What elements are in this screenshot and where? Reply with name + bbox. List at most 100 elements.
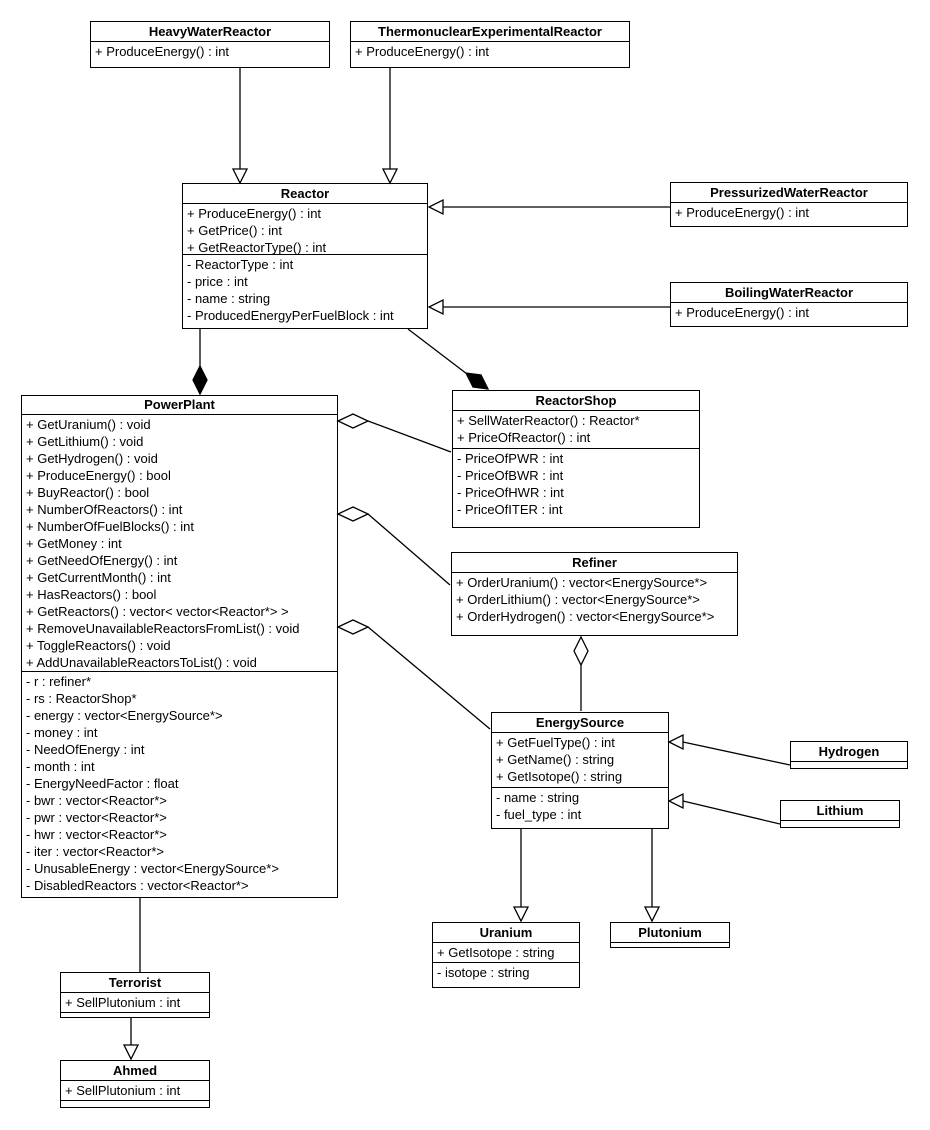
member-row: - UnusableEnergy : vector<EnergySource*> xyxy=(26,861,279,876)
class-box-uranium: Uranium + GetIsotope : string - isotope … xyxy=(432,922,580,988)
member-row: + ToggleReactors() : void xyxy=(26,638,171,653)
methods-compartment: + ProduceEnergy() : int xyxy=(671,302,907,326)
member-row: + OrderHydrogen() : vector<EnergySource*… xyxy=(456,609,715,624)
member-row: + ProduceEnergy() : int xyxy=(675,205,810,220)
generalization-energysource-uranium xyxy=(512,829,530,923)
class-title: Hydrogen xyxy=(818,744,880,759)
class-title: ReactorShop xyxy=(535,393,617,408)
member-row: + NumberOfReactors() : int xyxy=(26,502,183,517)
member-row: - isotope : string xyxy=(437,965,530,980)
member-row: - r : refiner* xyxy=(26,674,92,689)
member-row: - DisabledReactors : vector<Reactor*> xyxy=(26,878,249,893)
class-box-hydrogen: Hydrogen xyxy=(790,741,908,769)
aggregation-refiner-energysource xyxy=(573,635,589,711)
member-row: - PriceOfPWR : int xyxy=(457,451,564,466)
methods-compartment: + ProduceEnergy() : int xyxy=(91,41,329,67)
member-row: + ProduceEnergy() : int xyxy=(187,206,322,221)
attributes-compartment: - name : string - fuel_type : int xyxy=(492,787,668,828)
attributes-compartment: - r : refiner* - rs : ReactorShop* - energ… xyxy=(22,671,337,897)
member-row: + OrderUranium() : vector<EnergySource*> xyxy=(456,575,708,590)
methods-compartment: + SellPlutonium : int xyxy=(61,1080,209,1100)
methods-compartment: + OrderUranium() : vector<EnergySource*>… xyxy=(452,572,737,635)
member-row: + NumberOfFuelBlocks() : int xyxy=(26,519,194,534)
member-row: - month : int xyxy=(26,759,95,774)
member-row: - PriceOfITER : int xyxy=(457,502,563,517)
generalization-lithium-to-energysource xyxy=(667,792,781,825)
class-box-reactor: Reactor + ProduceEnergy() : int + GetPric… xyxy=(182,183,428,329)
generalization-iter-to-reactor xyxy=(381,67,399,185)
class-title: Ahmed xyxy=(112,1063,158,1078)
class-title: HeavyWaterReactor xyxy=(148,24,272,39)
methods-compartment: + ProduceEnergy() : int xyxy=(671,202,907,226)
methods-compartment: + GetIsotope : string xyxy=(433,942,579,962)
member-row: - hwr : vector<Reactor*> xyxy=(26,827,167,842)
member-row: + GetPrice() : int xyxy=(187,223,282,238)
composition-reactor-powerplant xyxy=(192,329,208,396)
class-title: EnergySource xyxy=(535,715,625,730)
class-box-refiner: Refiner + OrderUranium() : vector<Energy… xyxy=(451,552,738,636)
composition-reactor-reactorshop xyxy=(407,328,490,390)
member-row: + GetUranium() : void xyxy=(26,417,151,432)
member-row: + GetMoney : int xyxy=(26,536,122,551)
member-row: + GetReactorType() : int xyxy=(187,240,327,254)
aggregation-powerplant-refiner xyxy=(336,506,451,586)
member-row: + AddUnavailableReactorsToList() : void xyxy=(26,655,257,670)
member-row: + OrderLithium() : vector<EnergySource*> xyxy=(456,592,700,607)
generalization-terrorist-ahmed xyxy=(122,1018,140,1061)
member-row: - ReactorType : int xyxy=(187,257,294,272)
class-title: Refiner xyxy=(572,555,617,570)
class-box-pressurizedwaterreactor: PressurizedWaterReactor + ProduceEnergy(… xyxy=(670,182,908,227)
member-row: + ProduceEnergy() : bool xyxy=(26,468,171,483)
member-row: - iter : vector<Reactor*> xyxy=(26,844,164,859)
member-row: + GetName() : string xyxy=(496,752,615,767)
member-row: + GetReactors() : vector< vector<Reactor… xyxy=(26,604,289,619)
member-row: - name : string xyxy=(187,291,271,306)
methods-compartment: + SellPlutonium : int xyxy=(61,992,209,1012)
member-row: - PriceOfBWR : int xyxy=(457,468,564,483)
member-row: + ProduceEnergy() : int xyxy=(95,44,230,59)
member-row: - NeedOfEnergy : int xyxy=(26,742,145,757)
member-row: + HasReactors() : bool xyxy=(26,587,157,602)
member-row: + SellPlutonium : int xyxy=(65,995,181,1010)
class-box-boilingwaterreactor: BoilingWaterReactor + ProduceEnergy() : … xyxy=(670,282,908,327)
member-row: + PriceOfReactor() : int xyxy=(457,430,591,445)
attributes-compartment: - isotope : string xyxy=(433,962,579,987)
generalization-energysource-plutonium xyxy=(643,829,661,923)
class-title: Reactor xyxy=(280,186,330,201)
member-row: + GetIsotope : string xyxy=(437,945,555,960)
member-row: + GetFuelType() : int xyxy=(496,735,615,750)
generalization-bwr-to-reactor xyxy=(427,298,670,316)
member-row: + SellWaterReactor() : Reactor* xyxy=(457,413,640,428)
member-row: - money : int xyxy=(26,725,98,740)
methods-compartment: + GetUranium() : void + GetLithium() : vo… xyxy=(22,414,337,671)
member-row: - name : string xyxy=(496,790,580,805)
member-row: - fuel_type : int xyxy=(496,807,582,822)
generalization-hwr-to-reactor xyxy=(231,67,249,185)
member-row: + ProduceEnergy() : int xyxy=(355,44,490,59)
member-row: - EnergyNeedFactor : float xyxy=(26,776,179,791)
member-row: - energy : vector<EnergySource*> xyxy=(26,708,223,723)
class-title: Plutonium xyxy=(638,925,702,940)
member-row: + GetHydrogen() : void xyxy=(26,451,158,466)
empty-compartment xyxy=(781,820,899,827)
empty-compartment xyxy=(61,1100,209,1107)
member-row: - pwr : vector<Reactor*> xyxy=(26,810,167,825)
generalization-pwr-to-reactor xyxy=(427,198,670,216)
class-box-terrorist: Terrorist + SellPlutonium : int xyxy=(60,972,210,1018)
member-row: + GetCurrentMonth() : int xyxy=(26,570,171,585)
attributes-compartment: - ReactorType : int- price : int- name :… xyxy=(183,254,427,328)
attributes-compartment: - PriceOfPWR : int - PriceOfBWR : int - Pr… xyxy=(453,448,699,527)
member-row: + GetNeedOfEnergy() : int xyxy=(26,553,178,568)
member-row: - rs : ReactorShop* xyxy=(26,691,137,706)
class-box-energysource: EnergySource + GetFuelType() : int + GetN… xyxy=(491,712,669,829)
member-row: - PriceOfHWR : int xyxy=(457,485,564,500)
methods-compartment: + ProduceEnergy() : int + GetPrice() : in… xyxy=(183,203,427,254)
empty-compartment xyxy=(611,942,729,947)
class-title: Uranium xyxy=(479,925,533,940)
class-box-lithium: Lithium xyxy=(780,800,900,828)
empty-compartment xyxy=(61,1012,209,1017)
empty-compartment xyxy=(791,761,907,768)
member-row: + GetLithium() : void xyxy=(26,434,144,449)
member-row: + GetIsotope() : string xyxy=(496,769,623,784)
aggregation-powerplant-energysource xyxy=(336,619,491,730)
